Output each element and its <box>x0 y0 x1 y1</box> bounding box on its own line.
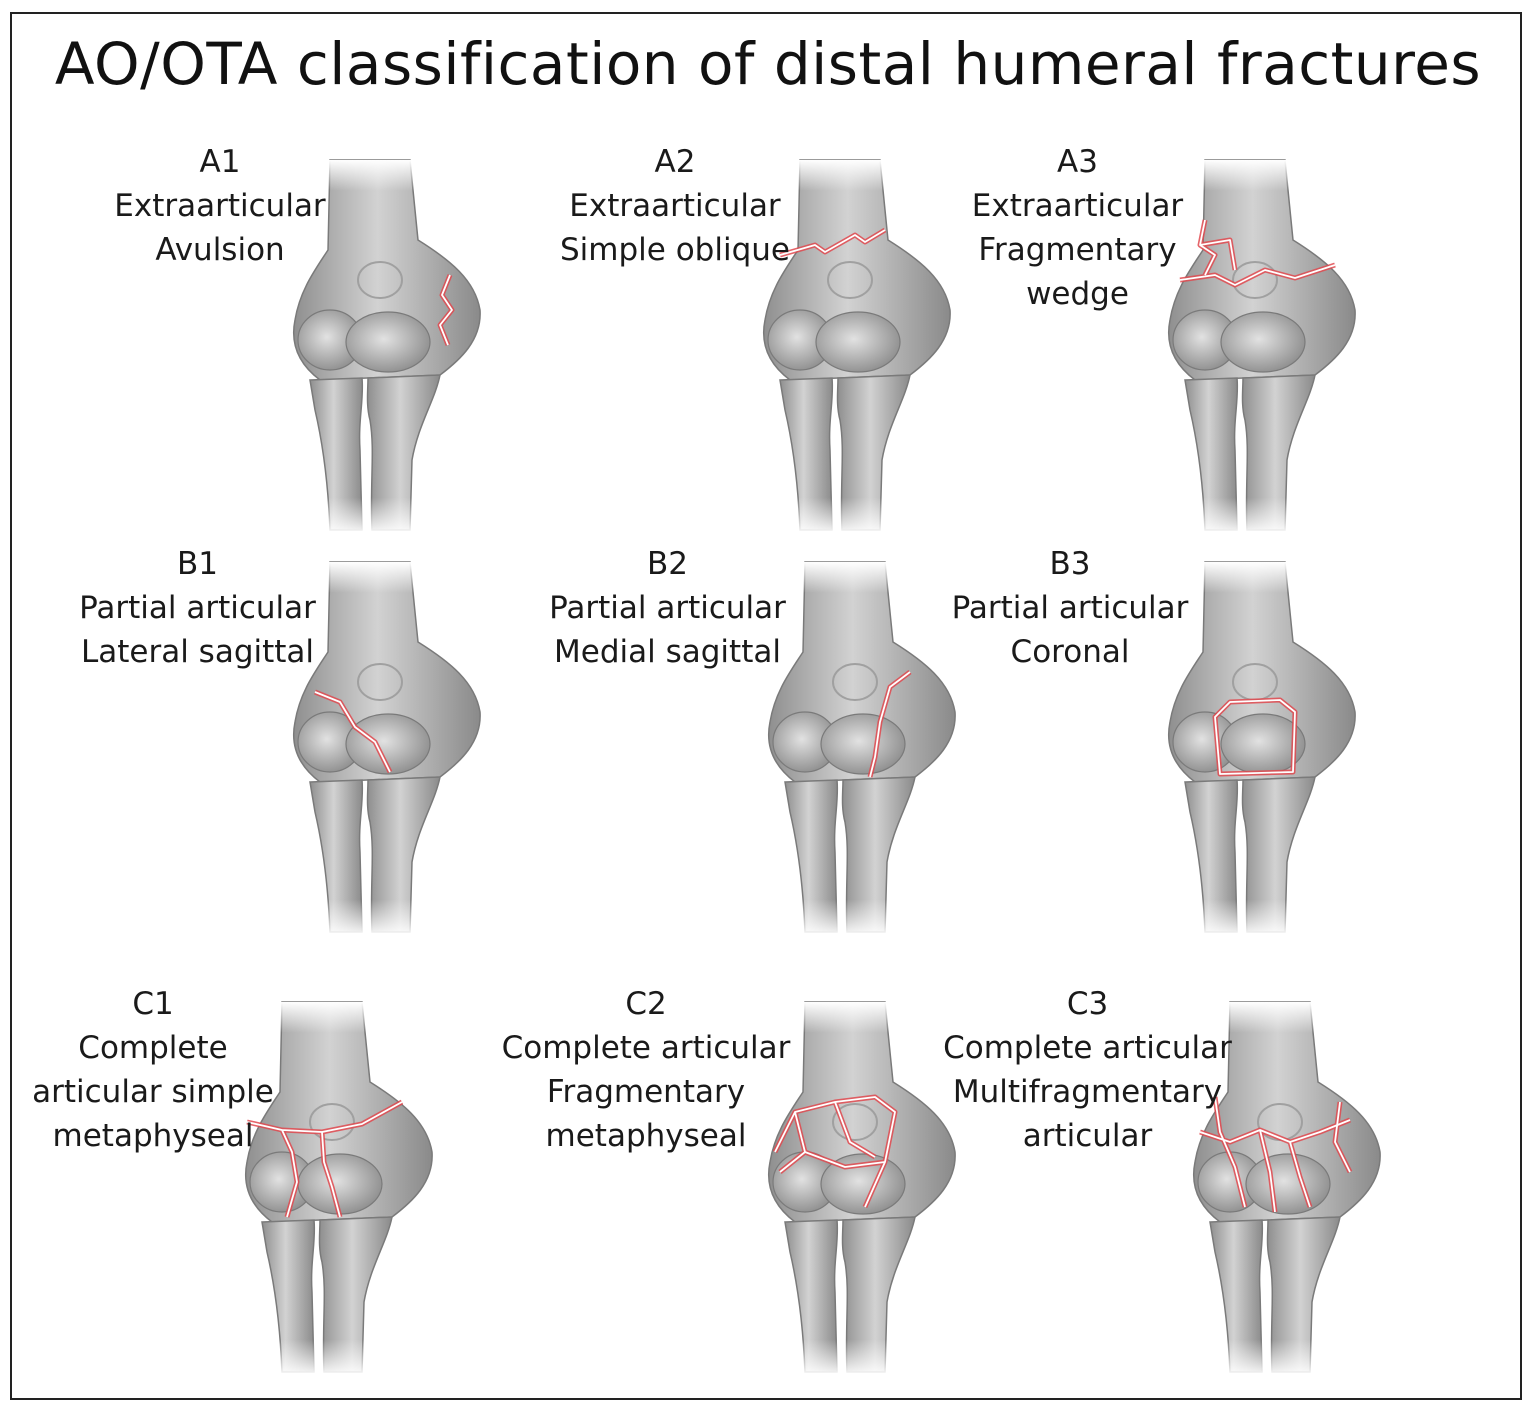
panel-line-c3-1: Complete articular <box>943 1030 1232 1066</box>
panel-label-a3: A3 Extraarticular Fragmentary wedge <box>960 140 1195 316</box>
top-fade <box>232 1002 452 1112</box>
panel-line-a1-2: Avulsion <box>155 232 285 268</box>
panel-code-a3: A3 <box>1057 144 1098 180</box>
fracture-gap <box>1199 1096 1351 1213</box>
fracture-gap <box>1214 699 1296 775</box>
bottom-fade <box>755 1252 975 1377</box>
panel-line-a3-2: Fragmentary <box>978 232 1177 268</box>
panel-label-c3: C3 Complete articular Multifragmentary a… <box>935 982 1240 1158</box>
panel-a1: A1 Extraarticular Avulsion <box>100 140 600 560</box>
panel-c2: C2 Complete articular Fragmentary metaph… <box>490 982 990 1402</box>
fracture-gap <box>869 671 911 778</box>
panel-code-a2: A2 <box>654 144 696 180</box>
elbow-illustration-c1 <box>232 1001 452 1377</box>
panel-code-c2: C2 <box>625 986 667 1022</box>
bottom-fade <box>755 812 975 937</box>
panel-line-c3-3: articular <box>1022 1118 1153 1154</box>
elbow-illustration-c3 <box>1180 1001 1400 1377</box>
figure-title: AO/OTA classification of distal humeral … <box>54 30 1482 98</box>
fracture-gap <box>246 1101 403 1218</box>
trochlea <box>1220 311 1306 373</box>
elbow-illustration-b3 <box>1155 561 1375 937</box>
panel-line-c1-1: Complete <box>78 1030 228 1066</box>
top-fade <box>1155 562 1375 672</box>
panel-code-b1: B1 <box>177 546 218 582</box>
fracture-gap <box>1179 219 1336 286</box>
panel-c3: C3 Complete articular Multifragmentary a… <box>935 982 1435 1402</box>
panel-line-c1-2: articular simple <box>32 1074 274 1110</box>
trochlea <box>1245 1153 1331 1215</box>
trochlea <box>820 713 906 775</box>
panel-line-b3-1: Partial articular <box>951 590 1189 626</box>
panel-b2: B2 Partial articular Medial sagittal <box>530 542 1030 962</box>
trochlea <box>297 1153 383 1215</box>
panel-label-a1: A1 Extraarticular Avulsion <box>100 140 340 272</box>
elbow-illustration-a2 <box>750 159 970 535</box>
panel-b1: B1 Partial articular Lateral sagittal <box>60 542 560 962</box>
bottom-fade <box>1155 812 1375 937</box>
fracture-gap <box>439 274 453 346</box>
trochlea <box>345 713 431 775</box>
fracture-gap <box>774 1096 896 1208</box>
top-fade <box>755 1002 975 1112</box>
panel-line-a2-1: Extraarticular <box>569 188 781 224</box>
top-fade <box>280 160 500 270</box>
elbow-illustration-b2 <box>755 561 975 937</box>
panel-a3: A3 Extraarticular Fragmentary wedge <box>960 140 1460 560</box>
trochlea <box>345 311 431 373</box>
fracture-gap <box>314 691 391 773</box>
panel-line-a1-1: Extraarticular <box>114 188 326 224</box>
panel-line-b2-2: Medial sagittal <box>554 634 781 670</box>
bottom-fade <box>750 410 970 535</box>
bottom-fade <box>1180 1252 1400 1377</box>
panel-code-b3: B3 <box>1049 546 1091 582</box>
elbow-illustration-b1 <box>280 561 500 937</box>
panel-line-a2-2: Simple oblique <box>560 232 790 268</box>
panel-line-a3-1: Extraarticular <box>971 188 1184 224</box>
panel-c1: C1 Complete articular simple metaphyseal <box>22 982 522 1402</box>
panel-line-b1-1: Partial articular <box>79 590 316 626</box>
panel-line-a3-3: wedge <box>1026 276 1129 312</box>
panel-label-c1: C1 Complete articular simple metaphyseal <box>22 982 284 1158</box>
panel-line-b3-2: Coronal <box>1010 634 1130 670</box>
bottom-fade <box>1155 410 1375 535</box>
top-fade <box>280 562 500 672</box>
bottom-fade <box>280 812 500 937</box>
top-fade <box>1155 160 1375 270</box>
panel-a2: A2 Extraarticular Simple oblique <box>540 140 1040 560</box>
elbow-illustration-a1 <box>280 159 500 535</box>
panel-label-b1: B1 Partial articular Lateral sagittal <box>60 542 335 674</box>
elbow-illustration-a3 <box>1155 159 1375 535</box>
top-fade <box>1180 1002 1400 1112</box>
panel-label-b2: B2 Partial articular Medial sagittal <box>530 542 805 674</box>
panel-line-c2-2: Fragmentary <box>546 1074 746 1110</box>
panel-line-b2-1: Partial articular <box>549 590 786 626</box>
panel-code-a1: A1 <box>199 144 241 180</box>
panel-code-b2: B2 <box>647 546 688 582</box>
panel-label-c2: C2 Complete articular Fragmentary metaph… <box>490 982 802 1158</box>
panel-line-c2-3: metaphyseal <box>545 1118 747 1154</box>
panel-line-c2-1: Complete articular <box>501 1030 791 1066</box>
bottom-fade <box>280 410 500 535</box>
bottom-fade <box>232 1252 452 1377</box>
panel-line-c3-2: Multifragmentary <box>952 1074 1223 1110</box>
panel-code-c1: C1 <box>132 986 174 1022</box>
panel-line-b1-2: Lateral sagittal <box>80 634 315 670</box>
top-fade <box>755 562 975 672</box>
elbow-illustration-c2 <box>755 1001 975 1377</box>
panel-line-c1-3: metaphyseal <box>52 1118 254 1154</box>
panel-b3: B3 Partial articular Coronal <box>930 542 1430 962</box>
panel-label-b3: B3 Partial articular Coronal <box>930 542 1210 674</box>
fracture-gap <box>779 229 886 256</box>
trochlea <box>815 311 901 373</box>
panel-code-c3: C3 <box>1066 986 1109 1022</box>
panel-label-a2: A2 Extraarticular Simple oblique <box>550 140 800 272</box>
